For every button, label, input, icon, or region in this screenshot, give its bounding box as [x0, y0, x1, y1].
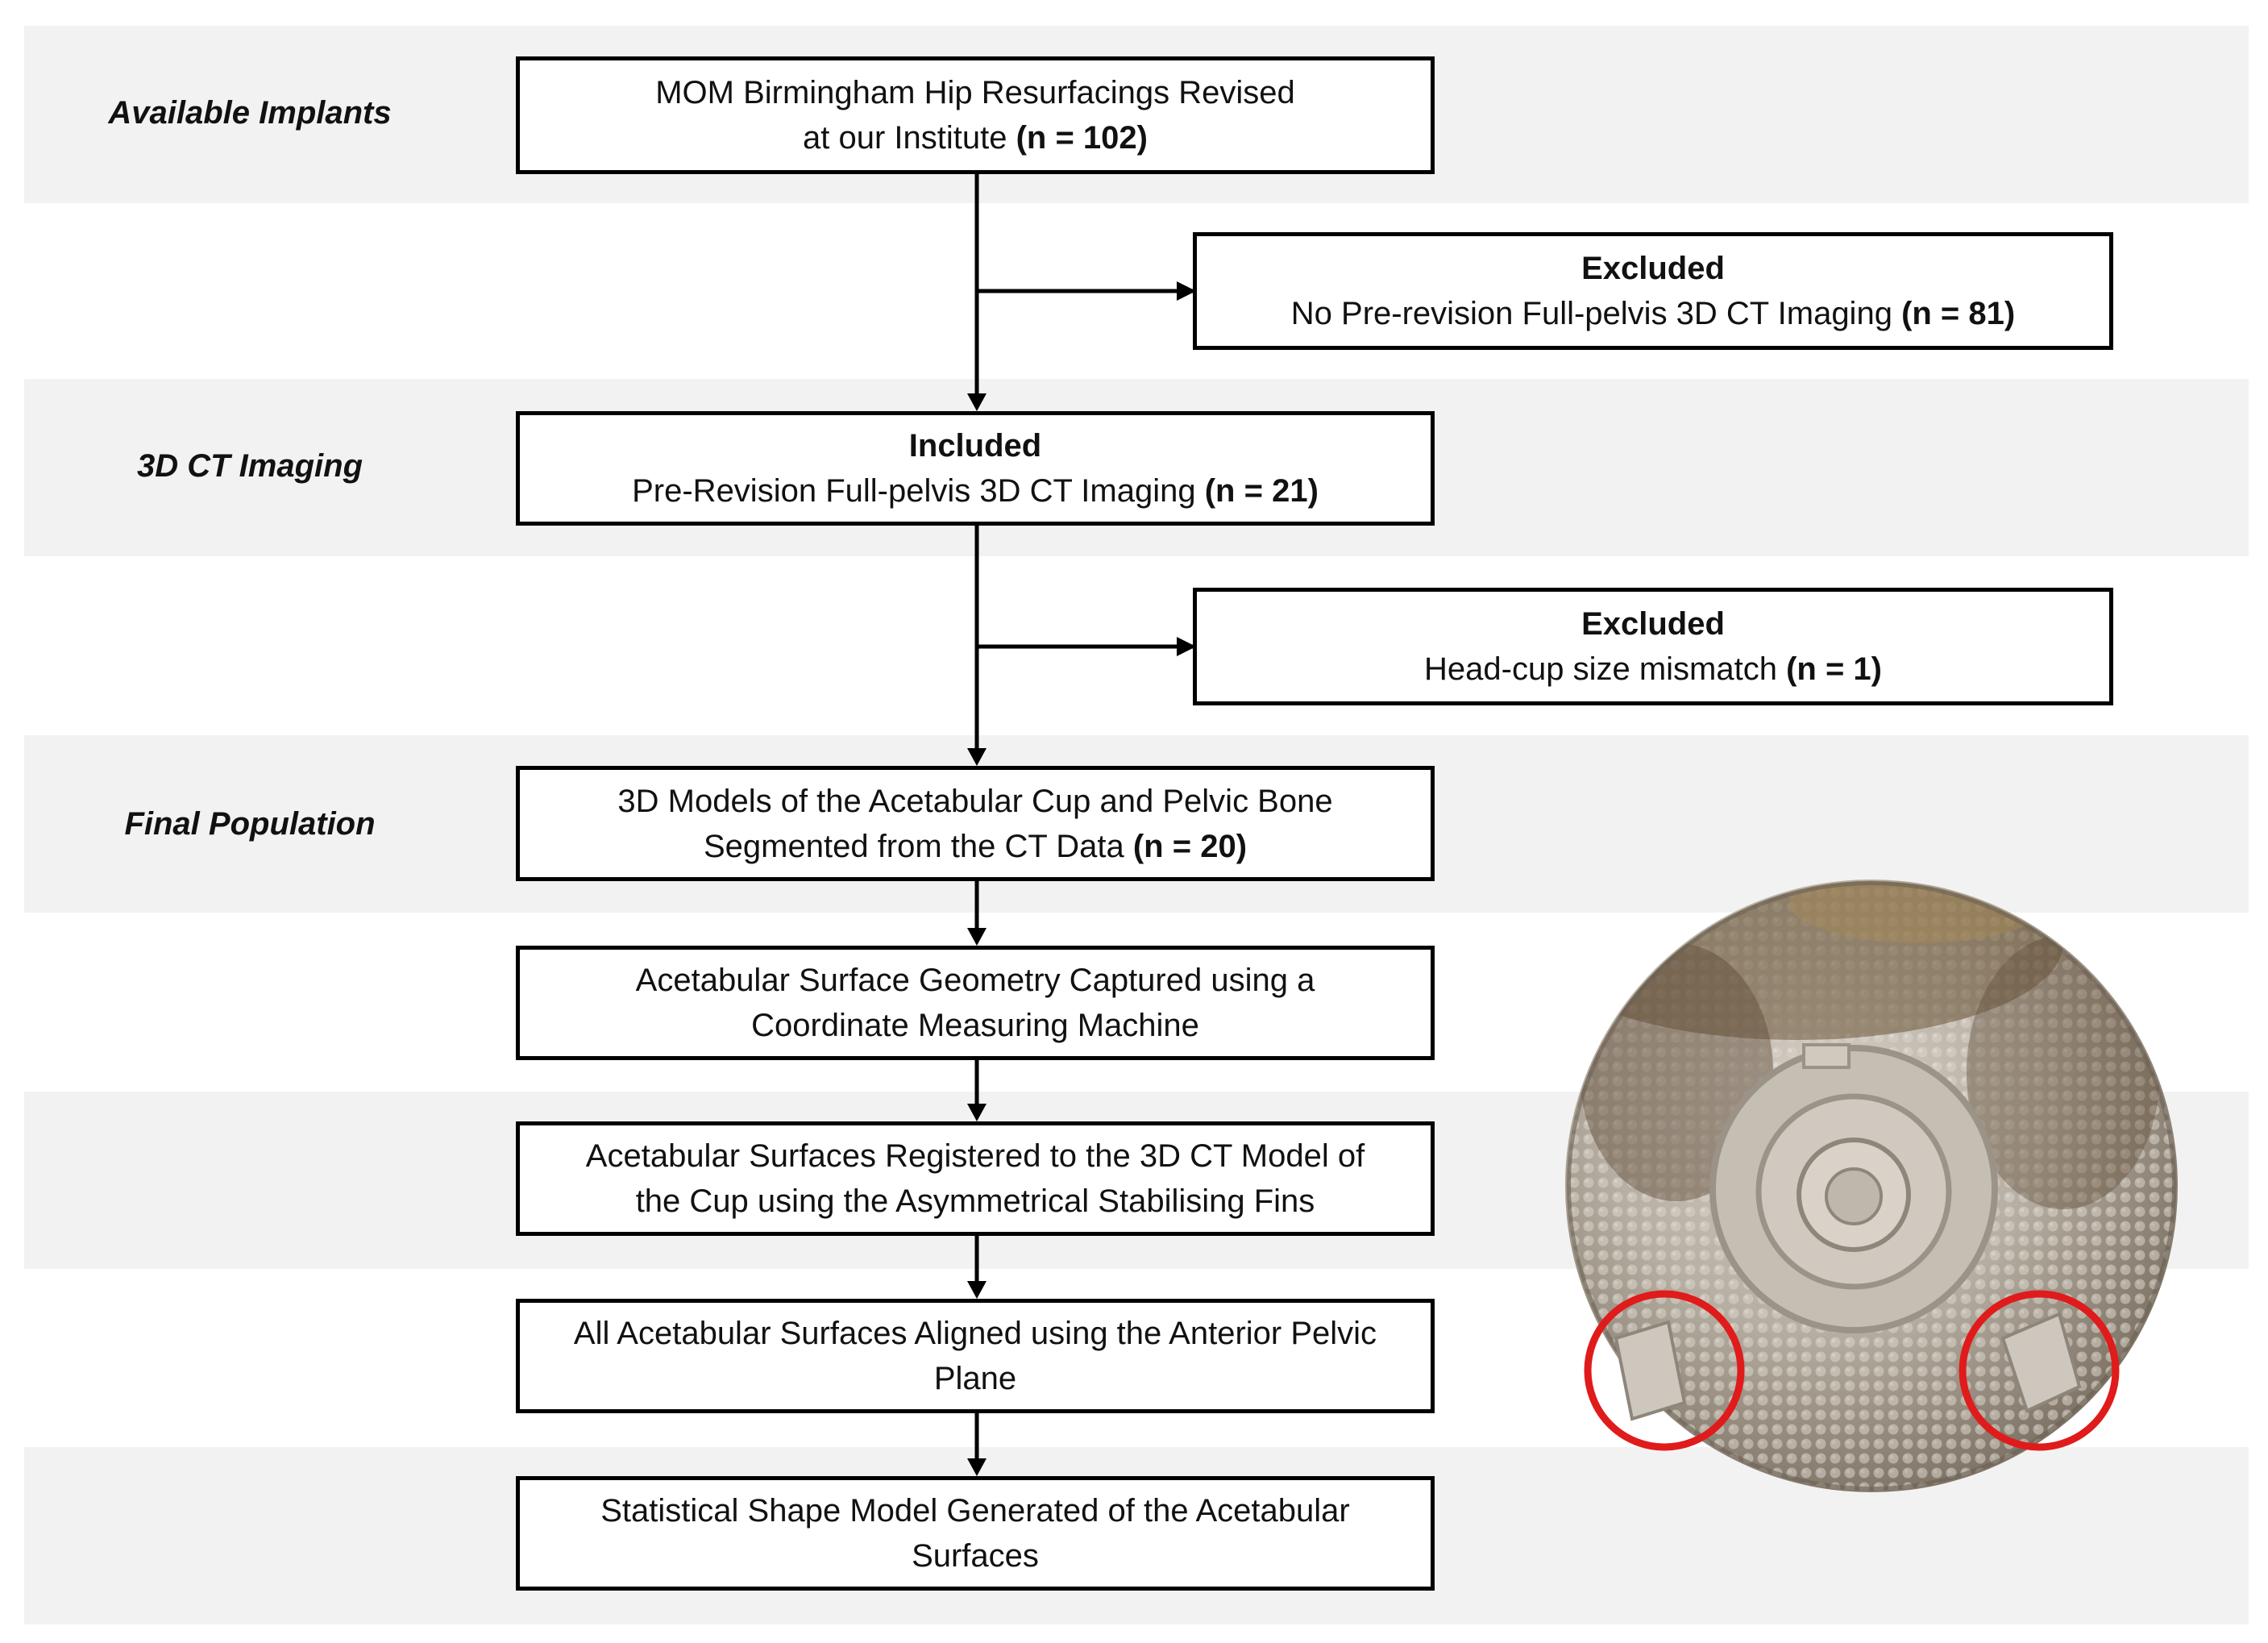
- box-revised-line2-text: at our Institute: [802, 120, 1007, 156]
- box-excluded-mismatch-text: Head-cup size mismatch: [1424, 651, 1777, 687]
- arrowhead-included: [967, 393, 987, 411]
- stage-label-final-population: Final Population: [124, 806, 376, 842]
- cup-pole-center: [1825, 1167, 1883, 1225]
- box-excluded-no-ct-line2: No Pre-revision Full-pelvis 3D CT Imagin…: [1291, 291, 2015, 336]
- stage-label-available-implants: Available Implants: [108, 95, 392, 131]
- box-models-line1: 3D Models of the Acetabular Cup and Pelv…: [617, 783, 1333, 819]
- box-3d-models: 3D Models of the Acetabular Cup and Pelv…: [516, 766, 1435, 881]
- box-included-text: Pre-Revision Full-pelvis 3D CT Imaging: [632, 473, 1196, 509]
- box-excluded-mismatch-title: Excluded: [1581, 606, 1725, 642]
- box-excluded-no-ct-count: (n = 81): [1901, 296, 2016, 331]
- stage-label-ct-imaging: 3D CT Imaging: [136, 448, 363, 484]
- box-excluded-no-ct-title: Excluded: [1581, 251, 1725, 286]
- box-included-line2: Pre-Revision Full-pelvis 3D CT Imaging (…: [632, 468, 1319, 514]
- box-aligned-line1: All Acetabular Surfaces Aligned using th…: [573, 1316, 1377, 1351]
- highlight-circle-right-fin: [1959, 1290, 2120, 1451]
- highlight-circle-left-fin: [1584, 1290, 1745, 1451]
- arrowhead-models: [967, 748, 987, 766]
- box-excluded-no-ct: Excluded No Pre-revision Full-pelvis 3D …: [1193, 232, 2113, 350]
- box-registered: Acetabular Surfaces Registered to the 3D…: [516, 1121, 1435, 1236]
- box-registered-line1: Acetabular Surfaces Registered to the 3D…: [585, 1138, 1365, 1174]
- box-revised-line1: MOM Birmingham Hip Resurfacings Revised: [655, 75, 1295, 110]
- box-revised-line2: at our Institute (n = 102): [803, 115, 1148, 160]
- acetabular-cup-image: [1565, 880, 2178, 1492]
- arrowhead-excluded-ct: [1177, 281, 1196, 301]
- box-cmm-line1: Acetabular Surface Geometry Captured usi…: [635, 963, 1315, 998]
- box-registered-line2: the Cup using the Asymmetrical Stabilisi…: [635, 1183, 1315, 1219]
- box-excluded-mismatch: Excluded Head-cup size mismatch (n = 1): [1193, 588, 2113, 705]
- box-ssm-line1: Statistical Shape Model Generated of the…: [600, 1493, 1350, 1529]
- box-cmm-capture: Acetabular Surface Geometry Captured usi…: [516, 946, 1435, 1060]
- box-models-line2-text: Segmented from the CT Data: [703, 828, 1124, 864]
- box-models-line2: Segmented from the CT Data (n = 20): [704, 824, 1247, 869]
- box-excluded-mismatch-line2: Head-cup size mismatch (n = 1): [1424, 647, 1882, 692]
- fin-left: [1614, 1320, 1687, 1421]
- box-included-title: Included: [908, 428, 1042, 464]
- fin-right: [2000, 1312, 2082, 1413]
- box-ssm: Statistical Shape Model Generated of the…: [516, 1476, 1435, 1591]
- arrowhead-ssm: [967, 1458, 987, 1476]
- arrowhead-excluded-mismatch: [1177, 637, 1196, 656]
- arrowhead-registered: [967, 1104, 987, 1121]
- box-included-count: (n = 21): [1204, 473, 1319, 509]
- box-ssm-line2: Surfaces: [912, 1538, 1039, 1574]
- arrowhead-aligned: [967, 1281, 987, 1299]
- box-revised-implants: MOM Birmingham Hip Resurfacings Revised …: [516, 56, 1435, 174]
- box-cmm-line2: Coordinate Measuring Machine: [751, 1008, 1199, 1043]
- box-revised-count: (n = 102): [1016, 120, 1148, 156]
- box-models-count: (n = 20): [1132, 828, 1248, 864]
- box-excluded-mismatch-count: (n = 1): [1786, 651, 1882, 687]
- box-aligned: All Acetabular Surfaces Aligned using th…: [516, 1299, 1435, 1413]
- box-aligned-line2: Plane: [933, 1361, 1017, 1396]
- box-included-ct: Included Pre-Revision Full-pelvis 3D CT …: [516, 411, 1435, 526]
- box-excluded-no-ct-text: No Pre-revision Full-pelvis 3D CT Imagin…: [1290, 296, 1892, 331]
- arrowhead-cmm: [967, 928, 987, 946]
